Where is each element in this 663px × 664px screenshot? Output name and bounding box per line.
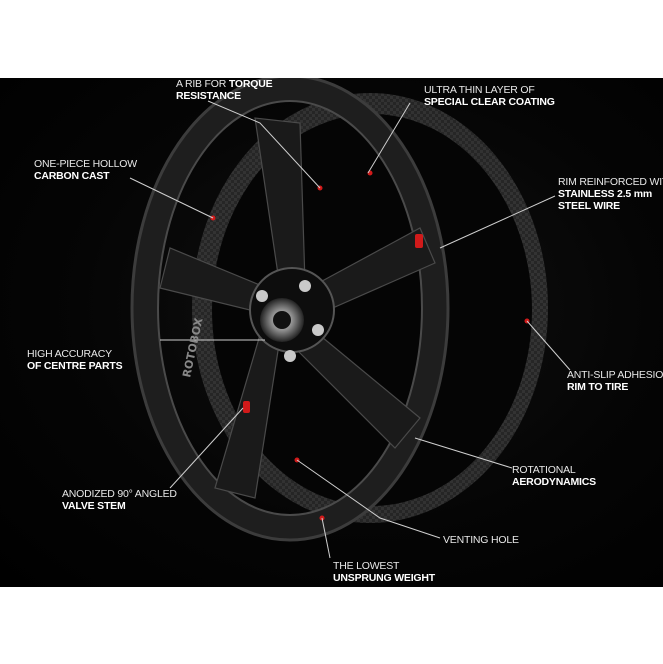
callout-rim-line3: STEEL WIRE	[558, 200, 620, 212]
callout-aero: ROTATIONAL AERODYNAMICS	[512, 464, 596, 488]
callout-hollow-line2: CARBON CAST	[34, 170, 110, 182]
callout-torque-line1: A RIB FOR	[176, 78, 227, 90]
callout-antislip-line1: ANTI-SLIP ADHESION	[567, 369, 663, 381]
callout-venting: VENTING HOLE	[443, 534, 519, 546]
callout-torque-line2: RESISTANCE	[176, 90, 241, 102]
callout-torque: A RIB FOR TORQUE RESISTANCE	[176, 78, 273, 102]
callout-coating: ULTRA THIN LAYER OF SPECIAL CLEAR COATIN…	[424, 84, 555, 108]
front-rim	[130, 78, 450, 542]
product-image-panel: ROTOBOX A RIB FOR TORQUE RESISTANCE ULTR…	[0, 78, 663, 587]
callout-unsprung-line2: UNSPRUNG WEIGHT	[333, 572, 436, 584]
callout-aero-line2: AERODYNAMICS	[512, 476, 596, 488]
callout-lines	[129, 100, 571, 559]
callout-centre: HIGH ACCURACY OF CENTRE PARTS	[27, 348, 123, 372]
callout-valve-line2: VALVE STEM	[62, 500, 126, 512]
callout-hollow-line1: ONE-PIECE HOLLOW	[34, 158, 137, 170]
callout-coating-line1: ULTRA THIN LAYER OF	[424, 84, 535, 96]
callout-hollow: ONE-PIECE HOLLOW CARBON CAST	[34, 158, 137, 182]
callout-venting-line1: VENTING HOLE	[443, 534, 519, 546]
callout-valve: ANODIZED 90° ANGLED VALVE STEM	[62, 488, 177, 512]
callout-torque-bold: TORQUE	[228, 78, 273, 90]
callout-antislip-line2: RIM TO TIRE	[567, 381, 629, 393]
callout-unsprung-line1: THE LOWEST	[333, 560, 400, 572]
callout-centre-line2: OF CENTRE PARTS	[27, 360, 123, 372]
callout-rim-line1: RIM REINFORCED WITH	[558, 176, 663, 188]
callout-coating-line2: SPECIAL CLEAR COATING	[424, 96, 555, 108]
callout-centre-line1: HIGH ACCURACY	[27, 348, 112, 360]
hub	[249, 267, 335, 362]
callout-valve-line1: ANODIZED 90° ANGLED	[62, 488, 177, 500]
callout-antislip: ANTI-SLIP ADHESION RIM TO TIRE	[567, 369, 663, 393]
wheel-illustration: ROTOBOX	[129, 78, 571, 559]
callout-unsprung: THE LOWEST UNSPRUNG WEIGHT	[333, 560, 435, 584]
callout-rim-line2: STAINLESS 2.5 mm	[558, 188, 653, 200]
callout-rim: RIM REINFORCED WITH STAINLESS 2.5 mm STE…	[558, 176, 663, 212]
callout-aero-line1: ROTATIONAL	[512, 464, 576, 476]
